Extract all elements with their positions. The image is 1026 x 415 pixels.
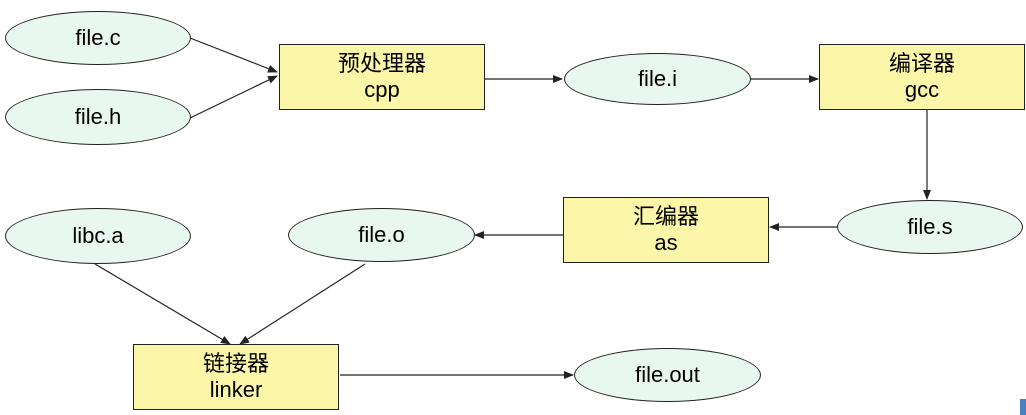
- node-file-o: file.o: [288, 208, 475, 262]
- node-file-i: file.i: [564, 53, 751, 105]
- node-file-c: file.c: [5, 11, 191, 65]
- node-gcc-zh-label: 编译器: [888, 51, 955, 77]
- node-as-zh-label: 汇编器: [632, 204, 699, 230]
- node-libc-a-label: libc.a: [72, 223, 124, 249]
- node-cpp-en-label: cpp: [364, 77, 400, 102]
- node-as-en-label: as: [654, 230, 678, 255]
- node-as: 汇编器 as: [563, 197, 769, 263]
- node-file-o-label: file.o: [358, 222, 405, 248]
- node-file-c-label: file.c: [75, 25, 121, 51]
- edge-libc-a-to-linker: [94, 263, 231, 345]
- node-libc-a: libc.a: [5, 208, 191, 264]
- node-cpp: 预处理器 cpp: [279, 44, 485, 110]
- node-file-h: file.h: [5, 89, 191, 145]
- node-file-s-label: file.s: [907, 214, 953, 240]
- node-linker-zh-label: 链接器: [202, 351, 269, 377]
- scrollbar-stub[interactable]: [1020, 399, 1026, 415]
- node-file-i-label: file.i: [637, 66, 678, 92]
- node-gcc-en-label: gcc: [904, 77, 940, 102]
- node-file-h-label: file.h: [74, 104, 122, 130]
- node-file-s: file.s: [837, 200, 1023, 254]
- edge-file-h-to-cpp: [189, 75, 278, 119]
- node-cpp-zh-label: 预处理器: [337, 51, 426, 77]
- edge-file-o-to-linker: [239, 263, 366, 345]
- node-file-out: file.out: [574, 348, 761, 402]
- node-file-out-label: file.out: [635, 362, 700, 388]
- node-gcc: 编译器 gcc: [819, 44, 1025, 110]
- node-linker: 链接器 linker: [133, 344, 339, 410]
- edge-file-c-to-cpp: [189, 37, 278, 73]
- node-linker-en-label: linker: [209, 377, 263, 402]
